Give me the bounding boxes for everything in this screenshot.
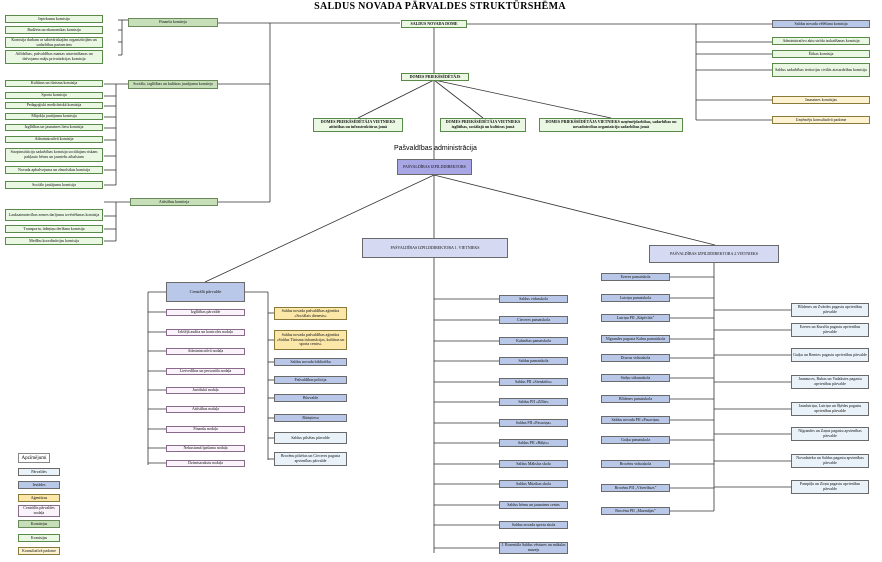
- agency-box: Saldus novada pašvaldības aģentūra «Sald…: [274, 330, 347, 350]
- school-box: Saldus bērnu un jaunatnes centrs: [499, 501, 568, 509]
- deputy-3-box: DOMES PRIEKŠSĒDĒTĀJA VIETNIEKS uzņēmējda…: [539, 118, 683, 132]
- school-box: Nīgrandes pagasta Kalnu pamatskola: [601, 335, 670, 343]
- central-administration-box: Centrālā pārvalde: [166, 282, 245, 302]
- social-commission: Sporta komisija: [5, 92, 103, 99]
- parish-administration-box: Jaunlutriņu, Lutriņu un Šķēdes pagastu a…: [791, 402, 869, 416]
- social-commission: Mājokļu jautājumu komisija: [5, 113, 103, 120]
- social-commission: Izglītības un jaunatnes lietu komisija: [5, 124, 103, 131]
- central-dept: Nekustamā īpašuma nodaļa: [166, 445, 245, 452]
- school-box: Saldus Mūzikas skola: [499, 480, 568, 488]
- parish-administration-box: Pampāļu un Zirņu pagastu apvienības pārv…: [791, 480, 869, 494]
- school-box: Gaiķu pamatskola: [601, 436, 670, 444]
- institution-box: Pašvaldības policija: [274, 376, 347, 384]
- finance-commission: Iepirkumu komisija: [5, 15, 103, 23]
- school-box: Saldus PII «Pasaciņa»: [499, 419, 568, 427]
- diagram-title: SALDUS NOVADA PĀRVALDES STRUKTŪRSHĒMA: [314, 1, 566, 12]
- executive-director-box: PAŠVALDĪBAS IZPILDDIREKTORS: [397, 159, 472, 175]
- central-dept: Lietvedības un personāla nodaļa: [166, 368, 245, 375]
- school-box: Saldus novada PII «Pasaciņa»: [601, 416, 670, 424]
- development-commission: Lauksaimniecības zemes darījumu izvērtēš…: [5, 209, 103, 221]
- chair-box: DOMES PRIEKŠSĒDĒTĀJS: [401, 73, 469, 81]
- social-committee-box: Sociālo, izglītības un kultūras jautājum…: [128, 80, 218, 89]
- deputy-2-box: DOMES PRIEKŠSĒDĒTĀJA VIETNIEKS izglītība…: [440, 118, 526, 132]
- social-commission: Starpinstitūciju sadarbības komisija soc…: [5, 148, 103, 162]
- right-commission: Ētikas komisija: [772, 50, 870, 58]
- central-dept: Dzimtsarakstu nodaļa: [166, 460, 245, 467]
- development-commission: Medību koordinācijas komisija: [5, 237, 103, 245]
- school-box: Striķu sākumskola: [601, 374, 670, 382]
- social-commission: Novada apbalvojuma un zīmolsikas komisij…: [5, 166, 103, 174]
- social-commission: Administratīvā komisija: [5, 136, 103, 143]
- school-box: Saldus PII «Sienāzītis»: [499, 378, 568, 386]
- development-commission: Transporta, ūdeņiņu derīšana komisija: [5, 225, 103, 233]
- school-box: Saldus vidusskola: [499, 295, 568, 303]
- legend-item-administrations: Pārvaldes: [18, 468, 60, 476]
- social-commission: Sociālo jautājumu komisija: [5, 181, 103, 189]
- legend-item-committees: Komitejas: [18, 520, 60, 528]
- school-box: Saldus Mākslas skola: [499, 460, 568, 468]
- school-box: Saldus PII «Zīlīte»: [499, 398, 568, 406]
- admin-label: Pašvaldības administrācija: [394, 145, 477, 152]
- exec-deputy-1-box: PAŠVALDĪBAS IZPILDDIREKTORA 1. VIETNIEKS: [362, 238, 508, 258]
- school-box: Brocēnu PII „Mazmājas”: [601, 507, 670, 515]
- parish-administration-box: Nīgrandes un Zaņas pagastu apvienības pā…: [791, 427, 869, 441]
- central-dept: Finanšu nodaļa: [166, 426, 245, 433]
- school-box: Cieceres pamatskola: [499, 316, 568, 324]
- central-dept: Attīstības nodaļa: [166, 406, 245, 413]
- school-box: Blīdenes pamatskola: [601, 395, 670, 403]
- institution-box: Bāriņtiesa: [274, 414, 347, 422]
- finance-committee-box: Finanšu komiteja: [128, 18, 218, 27]
- legend-title: Apzīmējumi: [18, 453, 50, 463]
- consultative-board: Jaunatnes komisijas: [772, 96, 870, 104]
- development-committee-box: Attīstības komiteja: [130, 198, 218, 206]
- parish-administration-box: Blīdenes un Zvārdes pagastu apvienības p…: [791, 303, 869, 317]
- council-box: SALDUS NOVADA DOME: [401, 20, 467, 28]
- exec-deputy-2-box: PAŠVALDĪBAS IZPILDDIREKTORA 2.VIETNIEKS: [649, 245, 779, 263]
- social-commission: Kultūras un tūrisma komisija: [5, 80, 103, 87]
- institution-box: Būvvalde: [274, 394, 347, 402]
- right-commission: Administratīvo aktu strīdu izskatīšanas …: [772, 37, 870, 45]
- school-box: Lutriņu pamatskola: [601, 294, 670, 302]
- administration-box: Saldus pilsētas pārvalde: [274, 432, 347, 444]
- parish-administration-box: Novadnieku un Saldus pagastu apvienības …: [791, 454, 869, 468]
- school-box: Kalnsētas pamatskola: [499, 337, 568, 345]
- school-box: Saldus PII «Rūķis»: [499, 439, 568, 447]
- parish-administration-box: Jaunauces, Rubas un Vadakstes pagastu ap…: [791, 375, 869, 389]
- school-box: Brocēnu PII „Vāverīšuzs”: [601, 484, 670, 492]
- central-dept: Juridiskā nodaļa: [166, 387, 245, 394]
- school-box: Saldus novada sporta skola: [499, 521, 568, 529]
- school-box: Brocēnu vidusskola: [601, 460, 670, 468]
- parish-administration-box: Gaiķu un Remtes pagastu apvienības pārva…: [791, 348, 869, 362]
- finance-commission: Atlīdzības, pašvaldības mantas atsavināš…: [5, 50, 103, 64]
- parish-administration-box: Ezeres un Kursīšu pagastu apvienības pār…: [791, 323, 869, 337]
- central-dept: Izglītības pārvalde: [166, 309, 245, 316]
- institution-box: Saldus novada bibliotēka: [274, 358, 347, 366]
- right-commission: Saldus sadarbības teritorijas civilās ai…: [772, 63, 870, 77]
- finance-commission: Budžeta un ekonomikas komisija: [5, 26, 103, 34]
- right-commission: Saldus novada vēlēšanu komisija: [772, 20, 870, 28]
- central-dept: Iekšējā audita un kontroles nodaļa: [166, 329, 245, 336]
- administration-box: Brocēnu pilsētas un Cieceres pagasta apv…: [274, 452, 347, 466]
- legend-item-agencies: Aģentūras: [18, 494, 60, 502]
- legend-item-central-departments: Centrālās pārvaldes nodaļa: [18, 505, 60, 517]
- school-box: Druvas vidusskola: [601, 354, 670, 362]
- school-box: J. Rozentāla Saldus vēstures un mākslas …: [499, 542, 568, 554]
- school-box: Lutriņu PII „Kāpēcītis”: [601, 314, 670, 322]
- agency-box: Saldus novada pašvaldības aģentūra «Soci…: [274, 307, 347, 320]
- legend-item-institutions: Iestādes: [18, 481, 60, 489]
- school-box: Ezeres pamatskola: [601, 273, 670, 281]
- consultative-board: Uzņēmēju konsultatīvā padome: [772, 116, 870, 124]
- deputy-1-box: DOMES PRIEKŠSĒDĒTĀJA VIETNIEKS attīstība…: [313, 118, 403, 132]
- central-dept: Administratīvā nodaļa: [166, 348, 245, 355]
- finance-commission: Komisija darbam ar sabiedriskajām organi…: [5, 37, 103, 48]
- social-commission: Pedagoģiski medicīniskā komisija: [5, 102, 103, 109]
- school-box: Saldus pamatskola: [499, 357, 568, 365]
- legend-item-commissions: Komisijas: [18, 534, 60, 542]
- legend-item-consultative-board: Konsultatīvā padome: [18, 547, 60, 555]
